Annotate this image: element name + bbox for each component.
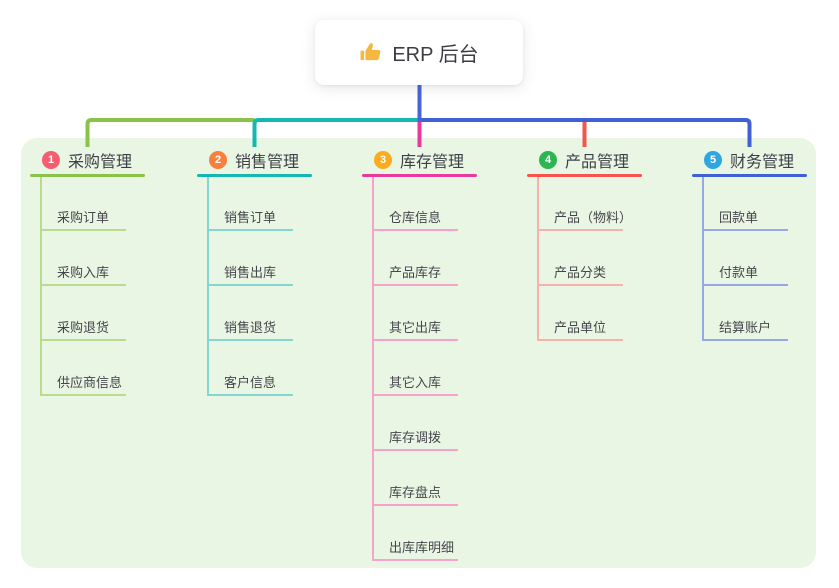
child-node[interactable]: 采购入库: [40, 265, 126, 286]
child-node-label: 销售出库: [224, 265, 277, 280]
branches-panel: [21, 138, 816, 568]
child-node-label: 产品单位: [554, 320, 607, 335]
child-node-label: 产品库存: [389, 265, 442, 280]
branch-finance-title: 财务管理: [730, 154, 795, 171]
branch-inventory: 3 库存管理 仓库信息产品库存其它出库其它入库库存调拨库存盘点出库库明细: [362, 146, 492, 588]
child-node-label: 结算账户: [719, 320, 772, 335]
badge-2: 2: [209, 151, 227, 169]
child-node[interactable]: 销售出库: [207, 265, 293, 286]
branch-product-header[interactable]: 4 产品管理: [527, 148, 629, 172]
child-node-label: 库存盘点: [389, 485, 442, 500]
branch-finance-spine: [702, 177, 704, 341]
child-node-label: 付款单: [719, 265, 759, 280]
child-node[interactable]: 库存调拨: [372, 430, 458, 451]
child-node[interactable]: 产品库存: [372, 265, 458, 286]
child-node[interactable]: 采购订单: [40, 210, 126, 231]
child-node-label: 出库库明细: [389, 540, 455, 555]
branch-sales: 2 销售管理 销售订单销售出库销售退货客户信息: [197, 146, 327, 456]
child-node-label: 产品（物料）: [554, 210, 633, 225]
branch-product-underline: [527, 174, 642, 177]
child-node-label: 回款单: [719, 210, 759, 225]
branch-inventory-title: 库存管理: [400, 154, 465, 171]
branch-finance-header[interactable]: 5 财务管理: [692, 148, 794, 172]
child-node[interactable]: 采购退货: [40, 320, 126, 341]
child-node-label: 销售订单: [224, 210, 277, 225]
child-node-label: 仓库信息: [389, 210, 442, 225]
child-node[interactable]: 其它出库: [372, 320, 458, 341]
branch-sales-underline: [197, 174, 312, 177]
child-node-label: 采购退货: [57, 320, 110, 335]
branch-inventory-header[interactable]: 3 库存管理: [362, 148, 464, 172]
child-node[interactable]: 客户信息: [207, 375, 293, 396]
child-node[interactable]: 回款单: [702, 210, 788, 231]
child-node[interactable]: 供应商信息: [40, 375, 126, 396]
branch-sales-spine: [207, 177, 209, 396]
badge-4: 4: [539, 151, 557, 169]
thumbs-up-icon: [359, 41, 382, 64]
child-node[interactable]: 库存盘点: [372, 485, 458, 506]
branch-sales-title: 销售管理: [235, 154, 300, 171]
child-node[interactable]: 销售退货: [207, 320, 293, 341]
child-node[interactable]: 结算账户: [702, 320, 788, 341]
child-node-label: 采购订单: [57, 210, 110, 225]
child-node[interactable]: 仓库信息: [372, 210, 458, 231]
branch-finance: 5 财务管理 回款单付款单结算账户: [692, 146, 822, 401]
child-node[interactable]: 产品（物料）: [537, 210, 632, 231]
branch-product: 4 产品管理 产品（物料） 产品分类产品单位: [527, 146, 657, 401]
child-node[interactable]: 销售订单: [207, 210, 293, 231]
branch-product-title: 产品管理: [565, 154, 630, 171]
branch-purchase: 1 采购管理 采购订单采购入库采购退货供应商信息: [30, 146, 160, 456]
child-node[interactable]: 付款单: [702, 265, 788, 286]
child-node[interactable]: 产品单位: [537, 320, 623, 341]
branch-inventory-spine: [372, 177, 374, 561]
child-node-label: 其它出库: [389, 320, 442, 335]
child-node-label: 客户信息: [224, 375, 277, 390]
child-node-label: 其它入库: [389, 375, 442, 390]
branch-purchase-underline: [30, 174, 145, 177]
root-node[interactable]: ERP 后台: [315, 20, 523, 85]
child-node-label: 供应商信息: [57, 375, 123, 390]
child-node[interactable]: 产品分类: [537, 265, 623, 286]
branch-purchase-spine: [40, 177, 42, 396]
badge-3: 3: [374, 151, 392, 169]
root-node-label: ERP 后台: [392, 44, 479, 66]
child-node-label: 产品分类: [554, 265, 607, 280]
child-node[interactable]: 出库库明细: [372, 540, 458, 561]
child-node-label: 采购入库: [57, 265, 110, 280]
branch-purchase-header[interactable]: 1 采购管理: [30, 148, 132, 172]
child-node-label: 库存调拨: [389, 430, 442, 445]
badge-5: 5: [704, 151, 722, 169]
branch-finance-underline: [692, 174, 807, 177]
child-node[interactable]: 其它入库: [372, 375, 458, 396]
branch-inventory-underline: [362, 174, 477, 177]
child-node-label: 销售退货: [224, 320, 277, 335]
branch-sales-header[interactable]: 2 销售管理: [197, 148, 299, 172]
badge-1: 1: [42, 151, 60, 169]
branch-purchase-title: 采购管理: [68, 154, 133, 171]
branch-product-spine: [537, 177, 539, 341]
